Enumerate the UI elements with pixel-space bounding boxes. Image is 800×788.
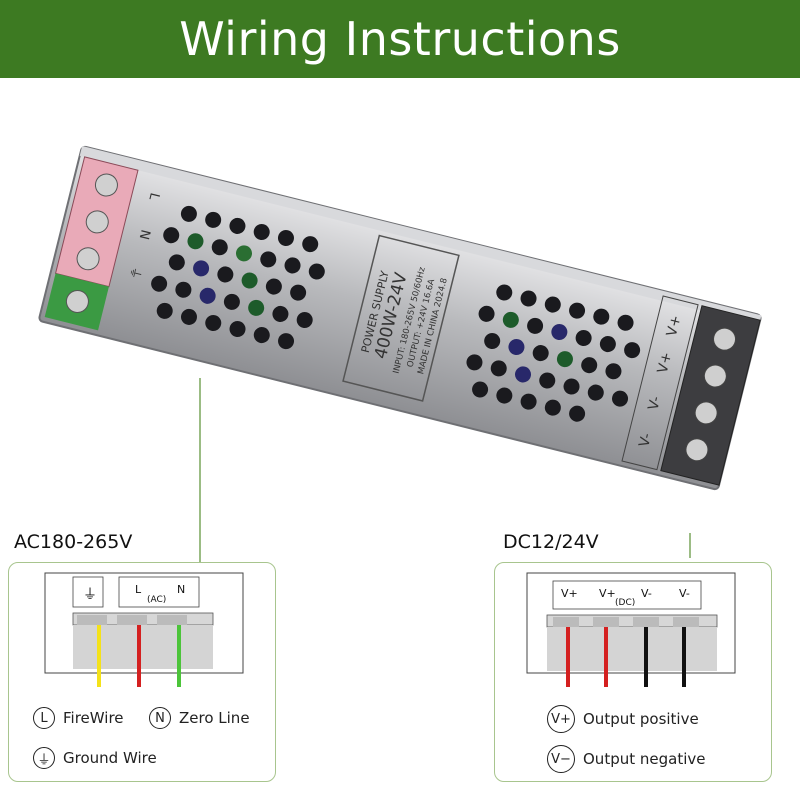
dc-header-vminus-1: V- [641,587,652,600]
ground-symbol-icon: ⏚ [33,747,55,769]
vplus-symbol-icon: V+ [547,705,575,733]
terminal-v-minus-2: V- [646,395,665,412]
legend-firewire-text: FireWire [63,709,124,727]
dc-header-dc: (DC) [615,598,636,608]
ac-header-ground-icon: ⏚ [83,587,97,603]
ac-wiring-panel: ⏚ L (AC) N L FireWire N Zero Line ⏚ Grou… [8,562,276,782]
power-supply-image: POWER SUPPLY 400W-24V INPUT: 180-265V 50… [38,145,762,558]
vminus-symbol-icon: V− [547,745,575,773]
dc-terminal-diagram [526,572,736,687]
n-symbol-icon: N [149,707,171,729]
terminal-l-label: L [145,191,161,202]
legend-firewire: L FireWire [33,707,124,729]
legend-ground-wire-text: Ground Wire [63,749,157,767]
page-title: Wiring Instructions [179,12,621,66]
legend-zero-line-text: Zero Line [179,709,250,727]
dc-header-vplus-2: V+ [599,587,616,600]
ac-header-n: N [177,583,186,596]
ac-header-ac: (AC) [147,595,167,605]
terminal-ground-label: ⏚ [126,265,144,281]
terminal-v-plus-1: V+ [655,351,676,376]
legend-output-negative: V− Output negative [547,745,705,773]
title-banner: Wiring Instructions [0,0,800,78]
terminal-v-minus-1: V- [636,432,655,449]
legend-output-negative-text: Output negative [583,750,706,768]
dc-header-vplus-1: V+ [561,587,578,600]
l-symbol-icon: L [33,707,55,729]
legend-ground-wire: ⏚ Ground Wire [33,747,157,769]
ac-header-l: L [135,583,142,596]
ac-heading: AC180-265V [14,531,133,553]
dc-heading: DC12/24V [503,531,599,553]
legend-zero-line: N Zero Line [149,707,250,729]
legend-output-positive-text: Output positive [583,710,699,728]
legend-output-positive: V+ Output positive [547,705,699,733]
ac-terminal-diagram [44,572,244,687]
terminal-n-label: N [136,228,153,241]
dc-header-vminus-2: V- [679,587,690,600]
terminal-v-plus-2: V+ [664,314,685,339]
dc-wiring-panel: V+ V+ (DC) V- V- V+ Output positive V− O… [494,562,772,782]
